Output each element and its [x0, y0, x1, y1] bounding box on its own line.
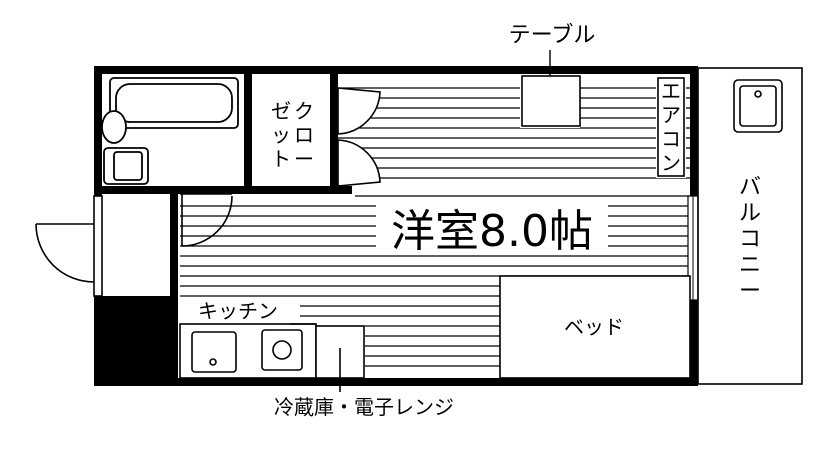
fridge-microwave-label: 冷蔵庫・電子レンジ: [274, 395, 454, 419]
svg-text:ロ: ロ: [294, 123, 314, 147]
kitchen-counter: [179, 323, 365, 392]
bathroom-door: [180, 193, 233, 247]
toilet: [101, 110, 149, 185]
svg-text:コ: コ: [661, 127, 681, 151]
svg-text:ル: ル: [739, 201, 761, 226]
svg-text:ク: ク: [294, 99, 314, 123]
balcony-label: バ ル コ ニ ー: [739, 175, 761, 304]
svg-text:ト: ト: [271, 147, 291, 171]
svg-text:ー: ー: [739, 279, 761, 304]
svg-text:エ: エ: [661, 79, 681, 103]
svg-text:ン: ン: [661, 151, 681, 175]
svg-text:ニ: ニ: [739, 253, 761, 278]
shaft-block: [94, 296, 178, 386]
bed-label: ベッド: [564, 315, 624, 339]
svg-text:バ: バ: [739, 175, 761, 200]
kitchen-label: キッチン: [198, 299, 278, 323]
table-label: テーブル: [509, 23, 596, 48]
table: [521, 75, 581, 127]
entrance-door: [35, 195, 103, 297]
svg-text:ー: ー: [294, 147, 314, 171]
svg-text:ッ: ッ: [271, 123, 291, 147]
aircon: [657, 77, 685, 177]
svg-text:ゼ: ゼ: [271, 99, 291, 123]
svg-text:ア: ア: [661, 103, 681, 127]
aircon-label: エ ア コ ン: [661, 79, 681, 175]
closet-doors: [337, 87, 381, 187]
bathtub: [109, 77, 239, 129]
bed: [499, 275, 691, 379]
closet-label: ク ロ ー ゼ ッ ト: [271, 99, 314, 171]
svg-text:コ: コ: [739, 227, 761, 252]
interior-walls: [94, 66, 352, 296]
room-label: 洋室8.0帖: [391, 206, 593, 257]
balcony: [697, 67, 803, 385]
